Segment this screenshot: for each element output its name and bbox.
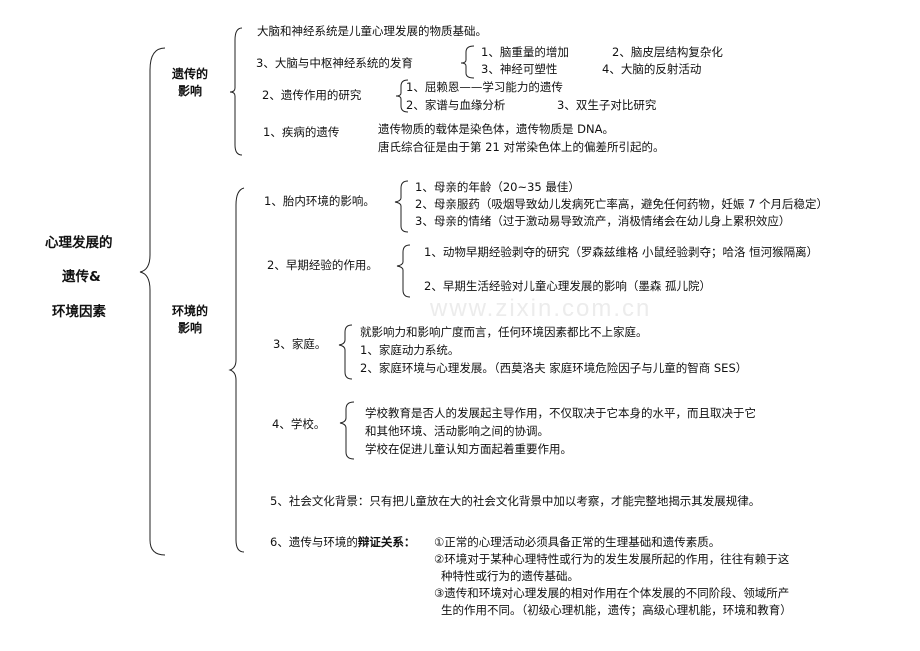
dialectic-item: ②环境对于某种心理特性或行为的发生发展所起的作用，往往有赖于这 — [434, 552, 790, 566]
brain-label: 3、大脑与中枢神经系统的发育 — [256, 56, 413, 70]
school-label: 4、学校。 — [272, 417, 326, 431]
research-item: 2、家谱与血缘分析 — [406, 98, 506, 112]
family-item: 就影响力和影响广度而言，任何环境因素都比不上家庭。 — [360, 325, 648, 339]
prenatal-item: 3、母亲的情绪（过于激动易导致流产，消极情绪会在幼儿身上累积效应） — [415, 214, 791, 228]
dialectic-label: 6、遗传与环境的辩证关系： — [270, 535, 415, 549]
family-item: 1、家庭动力系统。 — [360, 343, 460, 357]
family-label: 3、家庭。 — [273, 337, 327, 351]
research-label: 2、遗传作用的研究 — [262, 88, 362, 102]
culture-text: 5、社会文化背景：只有把儿童放在大的社会文化背景中加以考察，才能完整地揭示其发展… — [270, 494, 761, 508]
early-item: 2、早期生活经验对儿童心理发展的影响（墨森 孤儿院） — [424, 279, 711, 293]
brace-environment — [228, 187, 245, 553]
watermark: www.zixin.com.cn — [430, 295, 652, 322]
dialectic-item: ③遗传和环境对心理发展的相对作用在个体发展的不同阶段、领域所产 — [434, 586, 790, 600]
prenatal-item: 1、母亲的年龄（20~35 最佳） — [415, 180, 580, 194]
school-item: 和其他环境、活动影响之间的协调。 — [365, 424, 549, 438]
school-item: 学校教育是否人的发展起主导作用，不仅取决于它本身的水平，而且取决于它 — [365, 406, 756, 420]
family-item: 2、家庭环境与心理发展。（西莫洛夫 家庭环境危险因子与儿童的智商 SES） — [360, 361, 748, 375]
dialectic-item: 种特性或行为的遗传基础。 — [441, 569, 579, 583]
dialectic-item: ①正常的心理活动必须具备正常的生理基础和遗传素质。 — [434, 535, 721, 549]
environment-title-2: 影响 — [178, 321, 203, 335]
brace-prenatal — [394, 180, 409, 233]
early-label: 2、早期经验的作用。 — [267, 258, 378, 272]
school-item: 学校在促进儿童认知方面起着重要作用。 — [365, 442, 572, 456]
brace-brain — [460, 45, 475, 79]
brace-research — [395, 79, 409, 113]
brain-basis: 大脑和神经系统是儿童心理发展的物质基础。 — [257, 24, 487, 38]
brain-item: 3、神经可塑性 — [481, 62, 558, 76]
brace-family — [338, 324, 353, 380]
brace-heredity — [229, 27, 243, 156]
root-title-line1: 心理发展的 — [45, 235, 113, 251]
dialectic-item: 生的作用不同。（初级心理机能，遗传；高级心理机能，环境和教育） — [441, 603, 792, 617]
prenatal-item: 2、母亲服药（吸烟导致幼儿发病死亡率高，避免任何药物，妊娠 7 个月后稳定） — [415, 197, 828, 211]
root-title-line3: 环境因素 — [52, 304, 106, 320]
research-item: 1、屈赖恩——学习能力的遗传 — [406, 80, 563, 94]
brace-school — [339, 401, 355, 460]
dialectic-label-prefix: 6、遗传与环境的 — [270, 535, 358, 549]
heredity-title: 遗传的 — [172, 67, 209, 81]
brain-item: 2、脑皮层结构复杂化 — [612, 45, 723, 59]
brace-early — [396, 244, 411, 298]
brace-root — [139, 47, 166, 556]
disease-label: 1、疾病的遗传 — [263, 125, 340, 139]
disease-line: 唐氏综合征是由于第 21 对常染色体上的偏差所引起的。 — [378, 140, 665, 154]
research-item: 3、双生子对比研究 — [557, 98, 657, 112]
root-title-line2: 遗传& — [62, 269, 101, 285]
heredity-title-2: 影响 — [178, 84, 203, 98]
brain-item: 1、脑重量的增加 — [481, 45, 569, 59]
environment-title: 环境的 — [172, 304, 209, 318]
prenatal-label: 1、胎内环境的影响。 — [264, 194, 375, 208]
disease-line: 遗传物质的载体是染色体，遗传物质是 DNA。 — [378, 122, 614, 136]
early-item: 1、动物早期经验剥夺的研究（罗森兹维格 小鼠经验剥夺；哈洛 恒河猴隔离） — [424, 245, 819, 259]
dialectic-label-bold: 辩证关系： — [357, 535, 416, 549]
brain-item: 4、大脑的反射活动 — [602, 62, 702, 76]
